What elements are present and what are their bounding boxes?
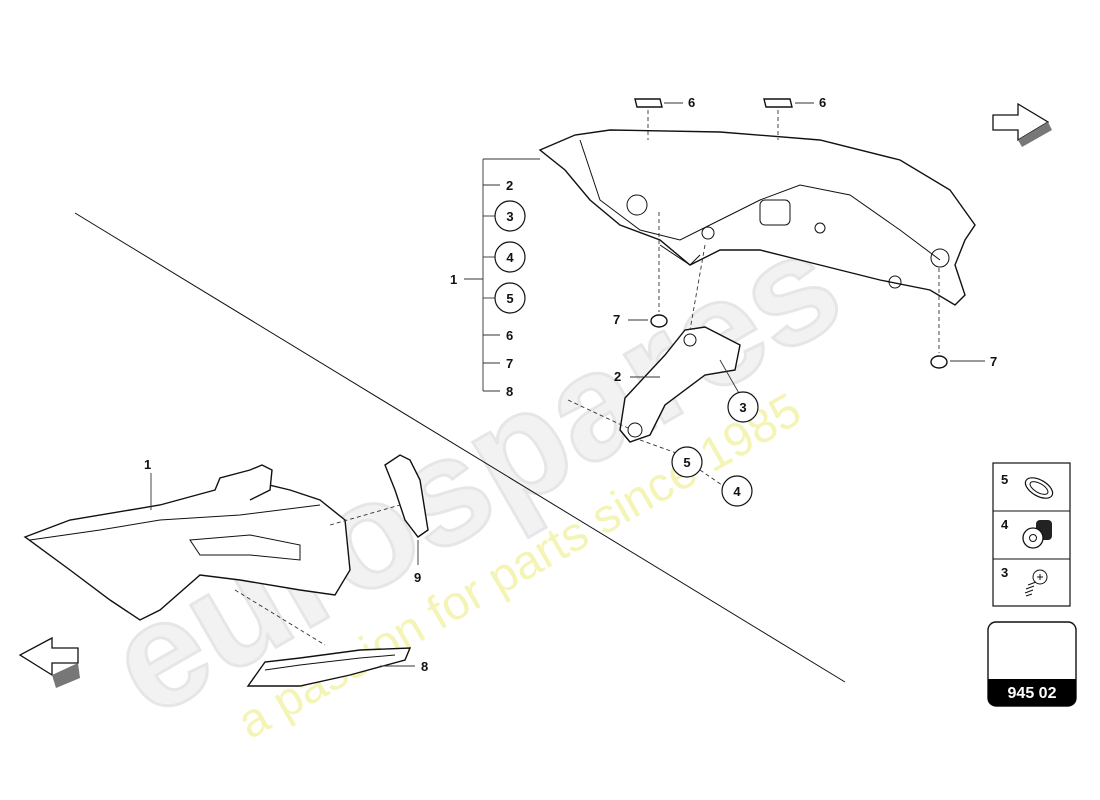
taillight-part-1: 1 [23, 457, 351, 621]
svg-text:5: 5 [683, 455, 690, 470]
svg-text:6: 6 [688, 95, 695, 110]
svg-text:2: 2 [614, 369, 621, 384]
plug-part-7-left: 7 [613, 212, 668, 328]
seal-part-6-right: 6 [763, 95, 826, 140]
bracket-list-label: 8 [506, 384, 513, 399]
bracket-list-label: 2 [506, 178, 513, 193]
assembly-bracket-list: 1 2 3 4 5 6 7 8 [450, 158, 540, 399]
plug-part-7-right: 7 [930, 268, 997, 369]
bracket-list-item: 6 [483, 328, 513, 343]
bracket-list-item: 2 [483, 178, 513, 193]
svg-text:4: 4 [733, 484, 741, 499]
washer-icon [1024, 477, 1054, 499]
svg-text:1: 1 [450, 272, 457, 287]
svg-text:1: 1 [144, 457, 151, 472]
bracket-list-item: 5 [483, 282, 526, 314]
bracket-list-label: 5 [506, 291, 513, 306]
bracket-list-label: 7 [506, 356, 513, 371]
svg-text:3: 3 [1001, 565, 1008, 580]
diagram-number-box: 945 02 [987, 621, 1077, 707]
bracket-list-item: 7 [483, 356, 513, 371]
bracket-list-label: 3 [506, 209, 513, 224]
bracket-list-item: 8 [483, 384, 513, 399]
arrow-right-icon [992, 102, 1052, 147]
callout-circle [494, 200, 526, 232]
screw-icon [1024, 569, 1048, 597]
callout-circle [494, 241, 526, 273]
grommet-nut-icon [1022, 520, 1052, 549]
section-divider [74, 212, 846, 683]
hardware-legend: 5 4 3 [992, 462, 1071, 607]
bracket-list-item: 3 [483, 200, 526, 232]
trim-cover-part-9: 9 [329, 454, 429, 585]
svg-text:3: 3 [739, 400, 746, 415]
bracket-list-item: 4 [483, 241, 526, 273]
seal-part-6-left: 6 [634, 95, 695, 140]
mounting-bracket-part-2: 2 3 5 4 [567, 244, 759, 507]
svg-text:5: 5 [1001, 472, 1008, 487]
svg-text:8: 8 [421, 659, 428, 674]
bracket-list-label: 6 [506, 328, 513, 343]
taillight-housing [538, 129, 976, 306]
diagram-number: 945 02 [1008, 685, 1057, 702]
svg-text:eurospares: eurospares [82, 198, 866, 748]
watermark: eurospares a passion for parts since 198… [81, 196, 868, 749]
arrow-left-icon [18, 636, 80, 688]
svg-text:4: 4 [1001, 517, 1009, 532]
svg-text:7: 7 [613, 312, 620, 327]
bracket-list-label: 4 [506, 250, 514, 265]
reflector-part-8: 8 [234, 589, 428, 687]
svg-text:9: 9 [414, 570, 421, 585]
svg-text:6: 6 [819, 95, 826, 110]
callout-circle [494, 282, 526, 314]
svg-text:7: 7 [990, 354, 997, 369]
